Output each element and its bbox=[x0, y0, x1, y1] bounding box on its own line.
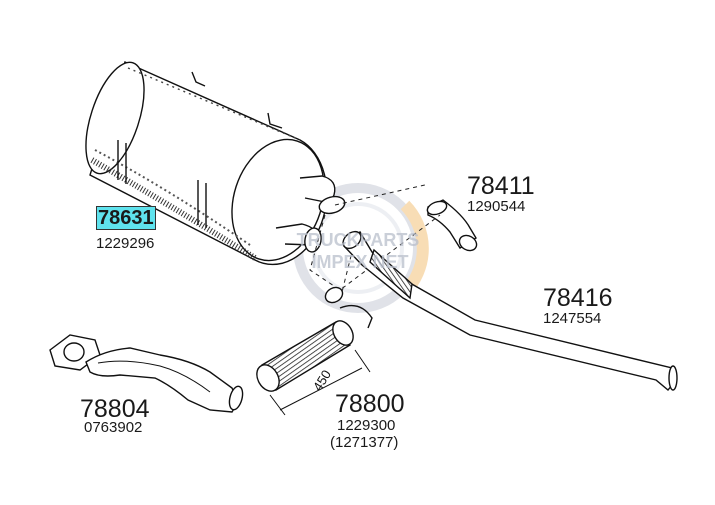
flexpipe-drawing bbox=[256, 320, 371, 416]
muffler-part-number[interactable]: 78631 bbox=[96, 206, 156, 230]
watermark-line2: IMPEX NET bbox=[311, 252, 408, 272]
frontpipe-drawing bbox=[49, 334, 244, 413]
elbow-oe-number: 1290544 bbox=[467, 198, 526, 215]
elbow-drawing bbox=[426, 199, 478, 252]
elbow-part-number[interactable]: 78411 bbox=[467, 172, 535, 200]
flexpipe-oe-alt-number: (1271377) bbox=[330, 434, 399, 451]
watermark-line1: TRUCKPARTS bbox=[297, 230, 420, 250]
flexpipe-length-label: 450 bbox=[310, 367, 334, 393]
muffler-drawing bbox=[85, 61, 346, 266]
tailpipe-drawing bbox=[324, 230, 678, 391]
muffler-oe-number: 1229296 bbox=[96, 235, 155, 252]
flexpipe-part-number[interactable]: 78800 bbox=[335, 390, 405, 418]
tailpipe-oe-number: 1247554 bbox=[543, 310, 602, 327]
muffler-label: 78631 bbox=[96, 206, 156, 230]
flexpipe-oe-number: 1229300 bbox=[337, 417, 396, 434]
frontpipe-oe-number: 0763902 bbox=[84, 419, 143, 436]
tailpipe-part-number[interactable]: 78416 bbox=[543, 284, 613, 312]
frontpipe-part-number[interactable]: 78804 bbox=[80, 395, 150, 423]
